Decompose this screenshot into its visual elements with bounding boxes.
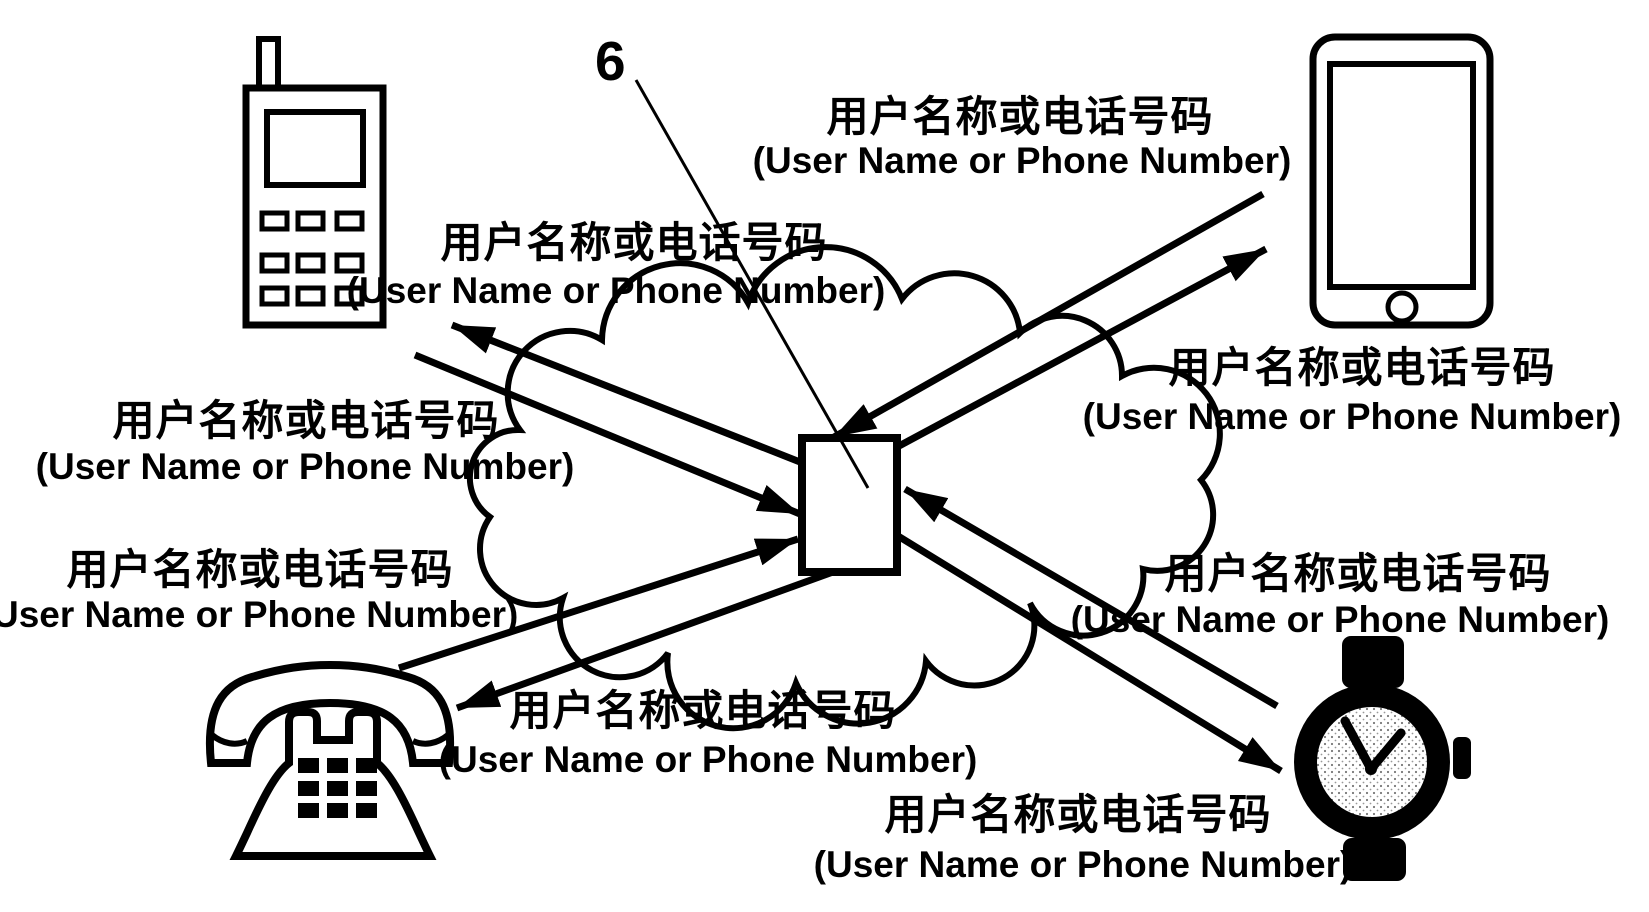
- label-bottom-center-en: (User Name or Phone Number): [439, 741, 978, 778]
- cellphone-screen: [267, 112, 363, 185]
- label-middle-right-lower-cn: 用户名称或电话号码: [1164, 553, 1551, 595]
- smartphone-home-button: [1388, 293, 1416, 321]
- label-upper-right-en: (User Name or Phone Number): [753, 142, 1292, 179]
- label-middle-left-upper-en: (User Name or Phone Number): [36, 448, 575, 485]
- watch-band-bottom: [1343, 838, 1406, 881]
- cellphone-antenna: [259, 39, 278, 91]
- watch-crown: [1453, 737, 1471, 779]
- label-middle-left-upper-cn: 用户名称或电话号码: [112, 400, 499, 442]
- label-upper-left-cn: 用户名称或电话号码: [440, 222, 827, 264]
- label-bottom-right-cn: 用户名称或电话号码: [884, 794, 1271, 836]
- label-middle-left-lower-cn: 用户名称或电话号码: [66, 549, 453, 591]
- telephone-keypad: [298, 758, 377, 818]
- label-upper-left-en: (User Name or Phone Number): [347, 272, 886, 309]
- label-bottom-right-en: (User Name or Phone Number): [814, 846, 1353, 883]
- label-upper-right-cn: 用户名称或电话号码: [826, 96, 1213, 138]
- label-middle-right-upper-en: (User Name or Phone Number): [1083, 398, 1622, 435]
- label-middle-left-lower-en: (User Name or Phone Number): [0, 596, 518, 633]
- smartphone-screen: [1330, 64, 1473, 287]
- label-bottom-center-cn: 用户名称或电话号码: [509, 690, 896, 732]
- label-middle-right-lower-en: (User Name or Phone Number): [1071, 601, 1610, 638]
- watch-band-top: [1342, 636, 1404, 688]
- desk-telephone-icon: [210, 665, 450, 856]
- smartphone-icon: [1313, 37, 1490, 325]
- reference-number-6: 6: [595, 34, 626, 89]
- label-middle-right-upper-cn: 用户名称或电话号码: [1168, 347, 1555, 389]
